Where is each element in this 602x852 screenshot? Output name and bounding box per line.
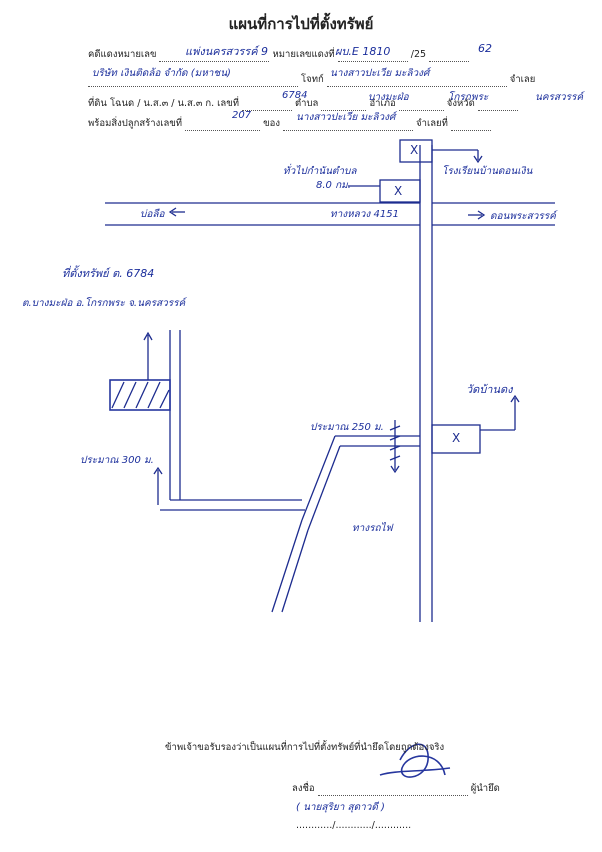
up-arrow-icon bbox=[143, 331, 153, 341]
amphoe-label: อำเภอ bbox=[369, 98, 396, 109]
date-line: ............/............/............ bbox=[296, 820, 412, 831]
left-road-label: บ่อลือ bbox=[140, 209, 165, 220]
plaintiff-value: บริษัท เงินติดล้อ จำกัด (มหาชน) bbox=[92, 68, 231, 79]
village-head-label: ทั่วไปกำนันตำบล bbox=[283, 166, 357, 177]
province-label: จังหวัด bbox=[446, 98, 475, 109]
year-label: /25 bbox=[410, 49, 427, 60]
page-title: แผนที่การไปที่ตั้งทรัพย์ bbox=[228, 15, 374, 33]
school-label: โรงเรียนบ้านดอนเงิน bbox=[442, 166, 533, 177]
powerline-label: ทางรถไฟ bbox=[352, 523, 393, 534]
defendant-label: จำเลย bbox=[509, 74, 536, 85]
building-of-label: ของ bbox=[263, 118, 280, 129]
red-number-label: หมายเลขแดงที่ bbox=[272, 49, 335, 60]
building-label: พร้อมสิ่งปลูกสร้างเลขที่ bbox=[88, 118, 183, 129]
signature-mark bbox=[399, 743, 446, 778]
temple-marker bbox=[431, 424, 481, 454]
signature-line: ลงชื่อ ผู้นำยึด bbox=[292, 781, 500, 796]
year-value: 62 bbox=[478, 42, 492, 55]
case-line: คดีแดงหมายเลข หมายเลขแดงที่ /25 bbox=[88, 47, 518, 62]
temple-label: วัดบ้านดง bbox=[466, 383, 513, 396]
village-x-mark: X bbox=[394, 184, 403, 198]
parties-line: โจทก์ จำเลย bbox=[88, 72, 558, 87]
house-number-value: 207 bbox=[232, 110, 252, 121]
land-label: ที่ดิน โฉนด / น.ส.๓ / น.ส.๓ ก. เลขที่ bbox=[88, 98, 239, 109]
right-road-label: ดอนพระสวรรค์ bbox=[490, 211, 556, 222]
certification-text: ข้าพเจ้าขอรับรองว่าเป็นแผนที่การไปที่ตั้… bbox=[165, 742, 445, 753]
distance-250-label: ประมาณ 250 ม. bbox=[310, 422, 384, 433]
defendant-number-label: จำเลยที่ bbox=[416, 118, 448, 129]
left-arrow-icon bbox=[168, 207, 177, 217]
subdistrict-value: บางมะฝ่อ bbox=[368, 92, 409, 103]
village-head-marker bbox=[379, 179, 421, 203]
temple-x-mark: X bbox=[452, 431, 461, 445]
court-value: แพ่งนครสวรรค์ 9 bbox=[185, 45, 269, 58]
defendant-value: นางสาวปะเวีย มะลิวงศ์ bbox=[330, 68, 430, 79]
school-marker bbox=[399, 139, 433, 163]
role-label: ผู้นำยึด bbox=[470, 783, 500, 794]
case-label: คดีแดงหมายเลข bbox=[88, 49, 157, 60]
plot-label: ที่ตั้งทรัพย์ ต. 6784 bbox=[62, 267, 155, 280]
property-plot bbox=[109, 379, 171, 411]
subdistrict-label: ตำบล bbox=[295, 98, 319, 109]
owner-value: นางสาวปะเวีย มะลิวงศ์ bbox=[296, 112, 396, 123]
plot-location-label: ต.บางมะฝ่อ อ.โกรกพระ จ.นครสวรรค์ bbox=[22, 298, 186, 309]
sign-label: ลงชื่อ bbox=[292, 783, 315, 794]
plaintiff-label: โจทก์ bbox=[301, 74, 324, 85]
highway-label: ทางหลวง 4151 bbox=[330, 209, 399, 220]
village-distance-label: 8.0 กม. bbox=[316, 180, 351, 191]
land-line: ที่ดิน โฉนด / น.ส.๓ / น.ส.๓ ก. เลขที่ ตำ… bbox=[88, 96, 568, 111]
amphoe-value: โกรกพระ bbox=[448, 92, 489, 103]
distance-300-label: ประมาณ 300 ม. bbox=[80, 455, 154, 466]
signer-name: ( นายสุริยา สุดาวดี ) bbox=[296, 802, 385, 813]
case-number-value: ผบ.E 1810 bbox=[335, 45, 391, 58]
deed-number-value: 6784 bbox=[282, 90, 308, 101]
right-arrow-icon bbox=[477, 210, 486, 220]
building-line: พร้อมสิ่งปลูกสร้างเลขที่ ของ จำเลยที่ bbox=[88, 116, 558, 131]
school-x-mark: X bbox=[410, 143, 419, 157]
province-value: นครสวรรค์ bbox=[535, 92, 584, 103]
